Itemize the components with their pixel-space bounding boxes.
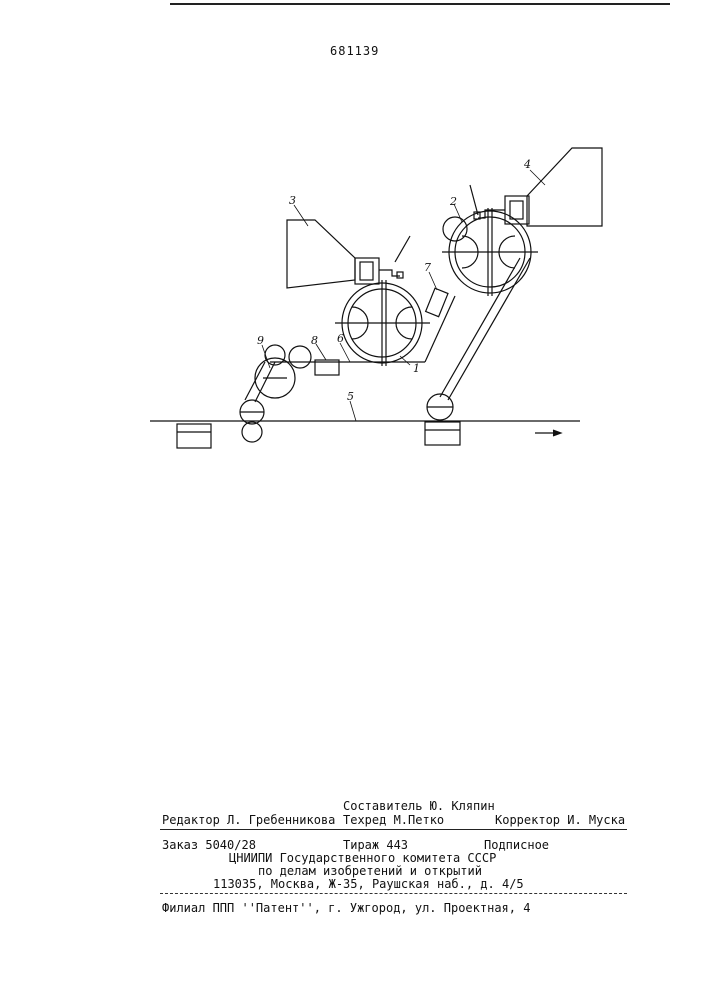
org-line-1: ЦНИИПИ Государственного комитета СССР — [229, 851, 496, 865]
imprint-rule-2 — [160, 893, 627, 894]
org-line-2: по делам изобретений и открытий — [258, 864, 482, 878]
label-7: 7 — [424, 261, 431, 274]
subscription-line: Подписное — [484, 838, 549, 852]
label-8: 8 — [311, 334, 318, 347]
label-3: 3 — [289, 194, 296, 207]
element-7 — [426, 288, 448, 316]
imprint-rule-1 — [160, 829, 627, 830]
hopper-3 — [287, 220, 410, 288]
circulation-line: Тираж 443 — [343, 838, 408, 852]
hopper-4 — [470, 148, 602, 226]
right-base-block — [425, 422, 460, 445]
label-5: 5 — [347, 390, 354, 403]
compiler-line: Составитель Ю. Кляпин — [343, 799, 495, 813]
branch-line: Филиал ППП ''Патент'', г. Ужгород, ул. П… — [162, 901, 530, 915]
editor-line: Редактор Л. Гребенникова — [162, 813, 335, 827]
label-1: 1 — [413, 362, 420, 375]
right-bottom-roller — [427, 394, 453, 420]
label-9: 9 — [257, 334, 264, 347]
belt — [245, 258, 530, 402]
drum-1 — [335, 280, 430, 366]
left-base-block — [177, 424, 211, 448]
label-6: 6 — [337, 332, 344, 345]
corrector-line: Корректор И. Муска — [495, 813, 625, 827]
order-line: Заказ 5040/28 — [162, 838, 256, 852]
label-2: 2 — [449, 195, 457, 208]
direction-arrow — [535, 430, 561, 436]
leader-lines — [262, 170, 545, 421]
drum-2 — [442, 208, 538, 296]
label-4: 4 — [523, 158, 531, 171]
techred-line: Техред М.Петко — [343, 813, 444, 827]
address-line: 113035, Москва, Ж-35, Раушская наб., д. … — [213, 877, 524, 891]
roll-6 — [289, 346, 311, 368]
